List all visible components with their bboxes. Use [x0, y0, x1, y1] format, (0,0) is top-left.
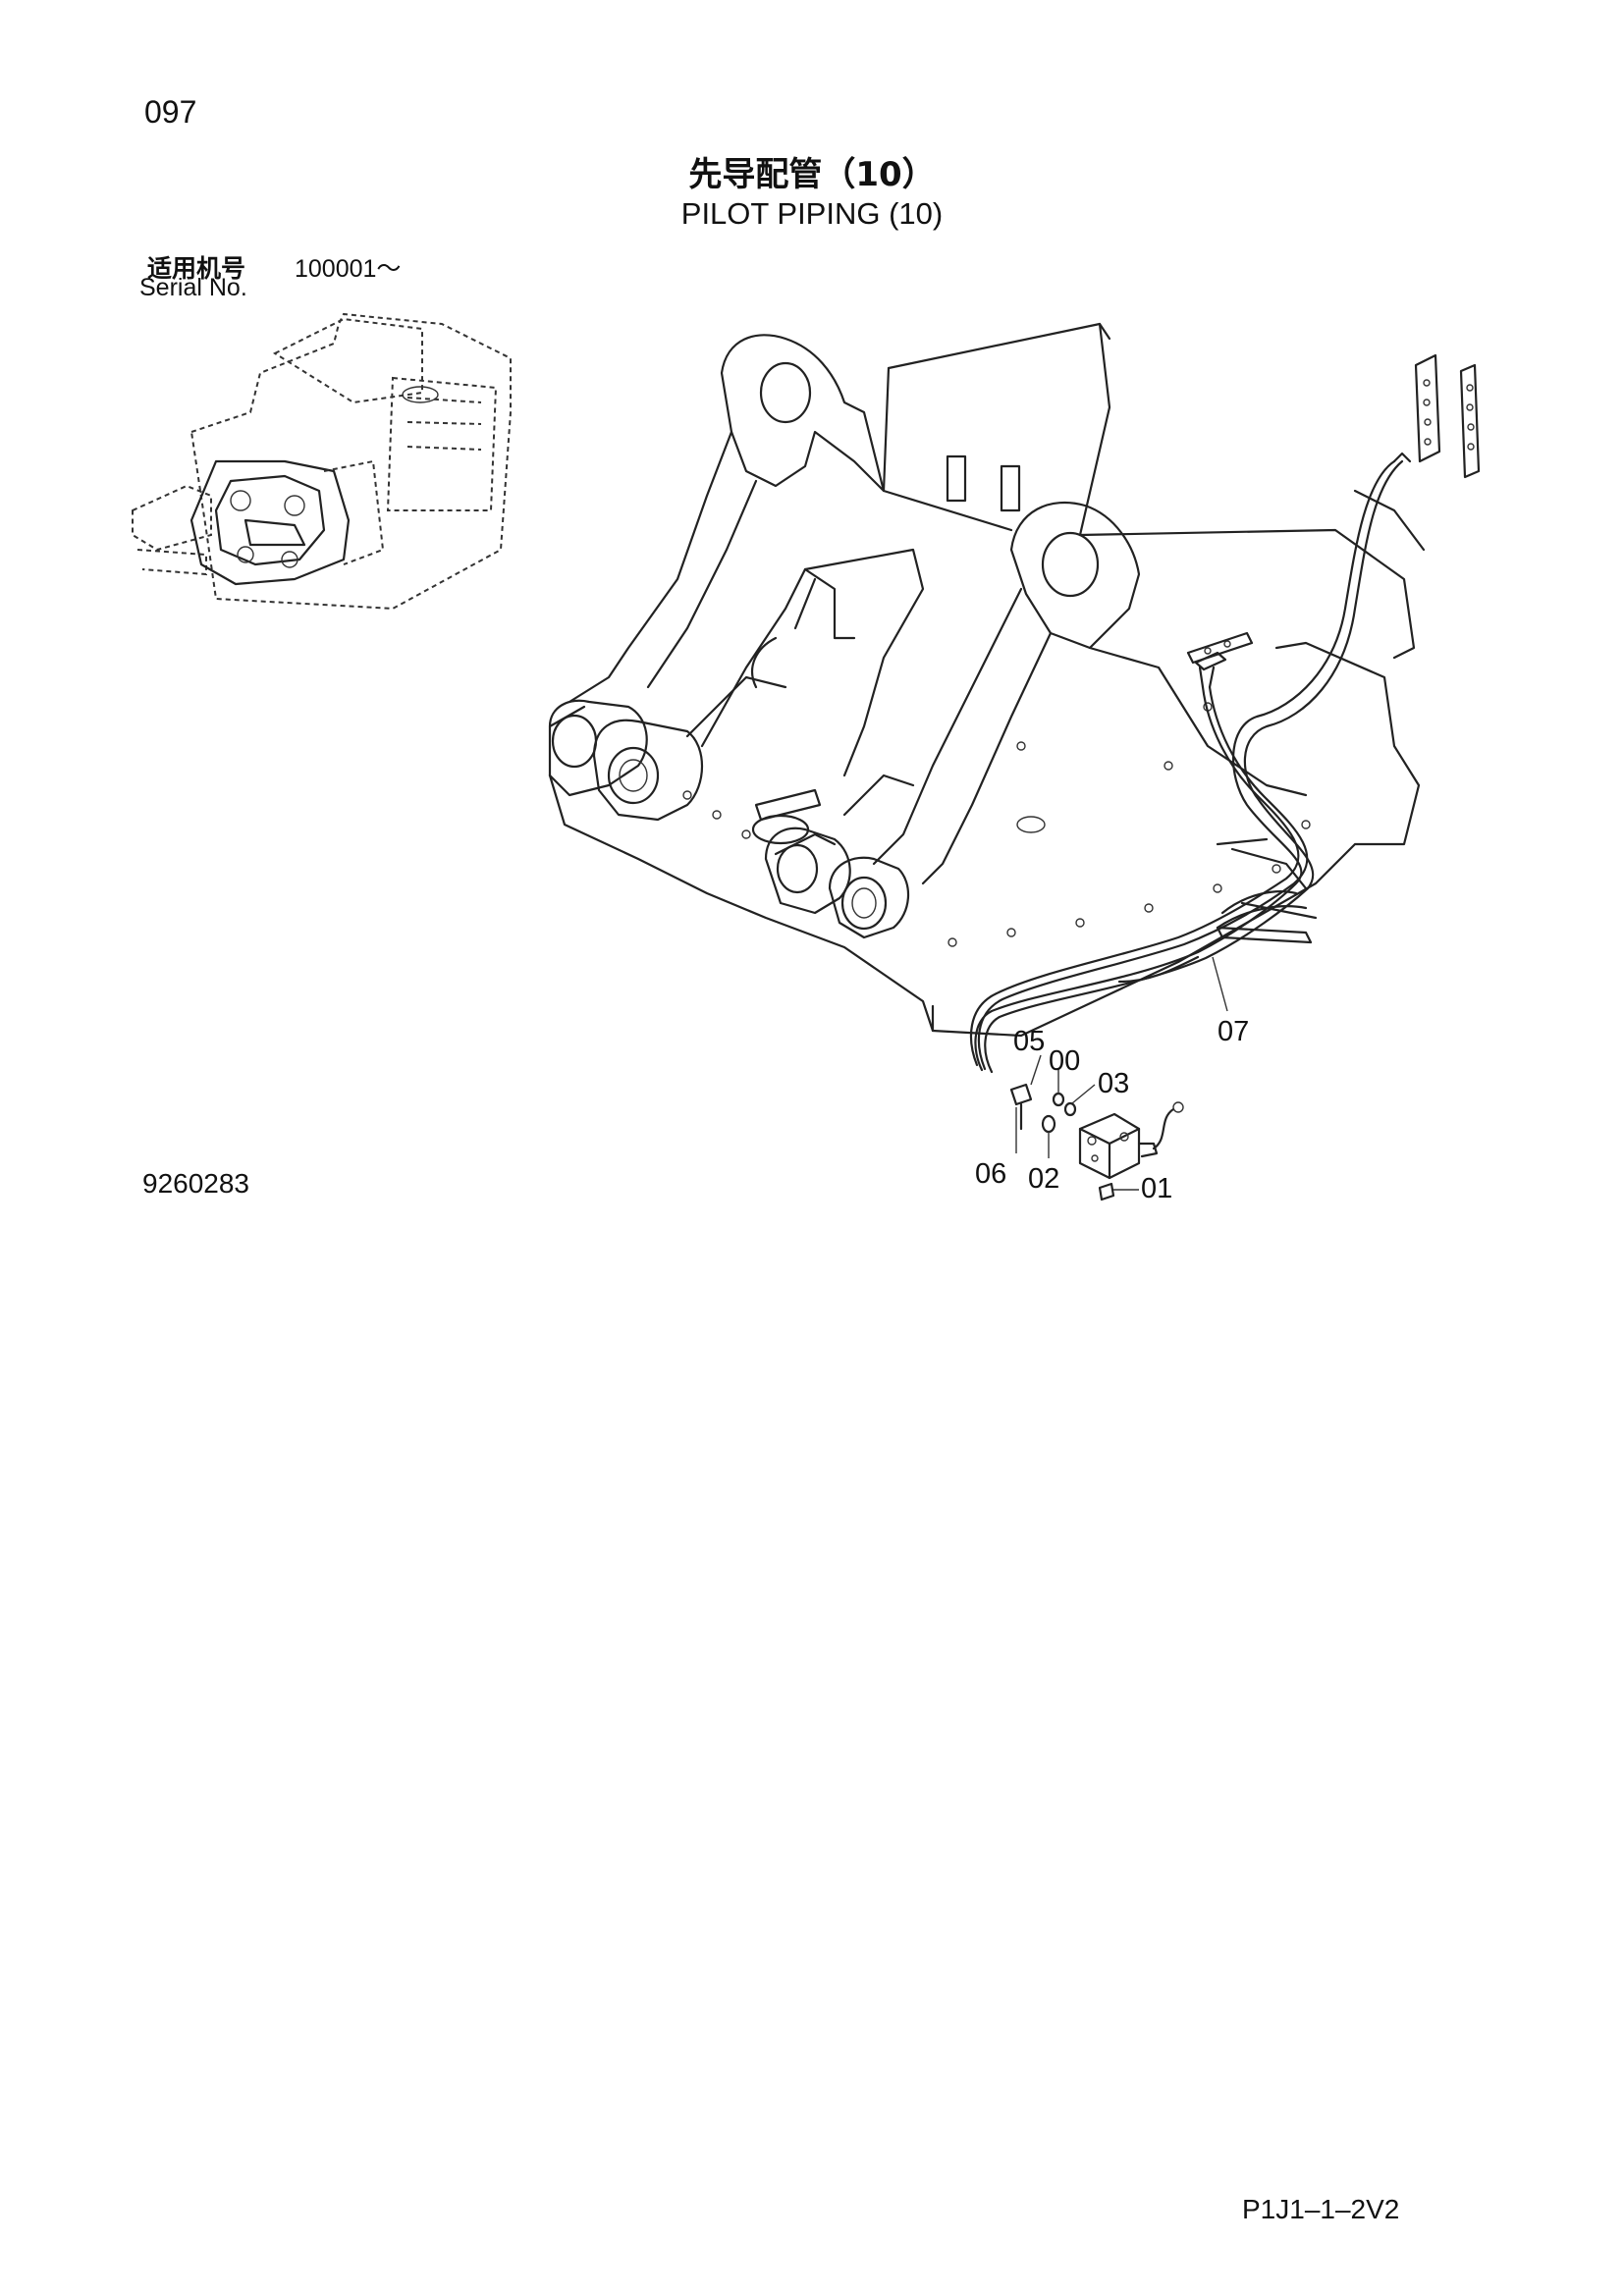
part-label-00: 00 — [1049, 1045, 1081, 1077]
boom-foot-frame — [548, 322, 1426, 1038]
serial-label-english: Serial No. — [139, 274, 247, 301]
bolt-holes — [682, 702, 1311, 947]
serial-label-chinese: 适用机号 — [147, 254, 246, 283]
page-number: 097 — [144, 94, 197, 130]
part-label-07: 07 — [1218, 1016, 1250, 1047]
document-code: P1J1–1–2V2 — [1242, 2194, 1400, 2224]
pilot-hoses — [969, 452, 1412, 1074]
part-label-01: 01 — [1141, 1173, 1173, 1204]
part-label-05: 05 — [1013, 1026, 1046, 1057]
part-label-03: 03 — [1098, 1068, 1130, 1099]
serial-range: 100001～ — [295, 255, 402, 283]
part-label-02: 02 — [1028, 1163, 1060, 1195]
page-title-chinese: 先导配管（10） — [688, 155, 936, 194]
page-title-english: PILOT PIPING (10) — [680, 196, 944, 231]
part-label-06: 06 — [975, 1158, 1007, 1190]
hose-clamp-plates — [1186, 353, 1481, 665]
machine-locator-thumbnail — [132, 312, 512, 611]
valve-block-assembly — [1009, 956, 1228, 1201]
drawing-number: 9260283 — [142, 1168, 250, 1199]
